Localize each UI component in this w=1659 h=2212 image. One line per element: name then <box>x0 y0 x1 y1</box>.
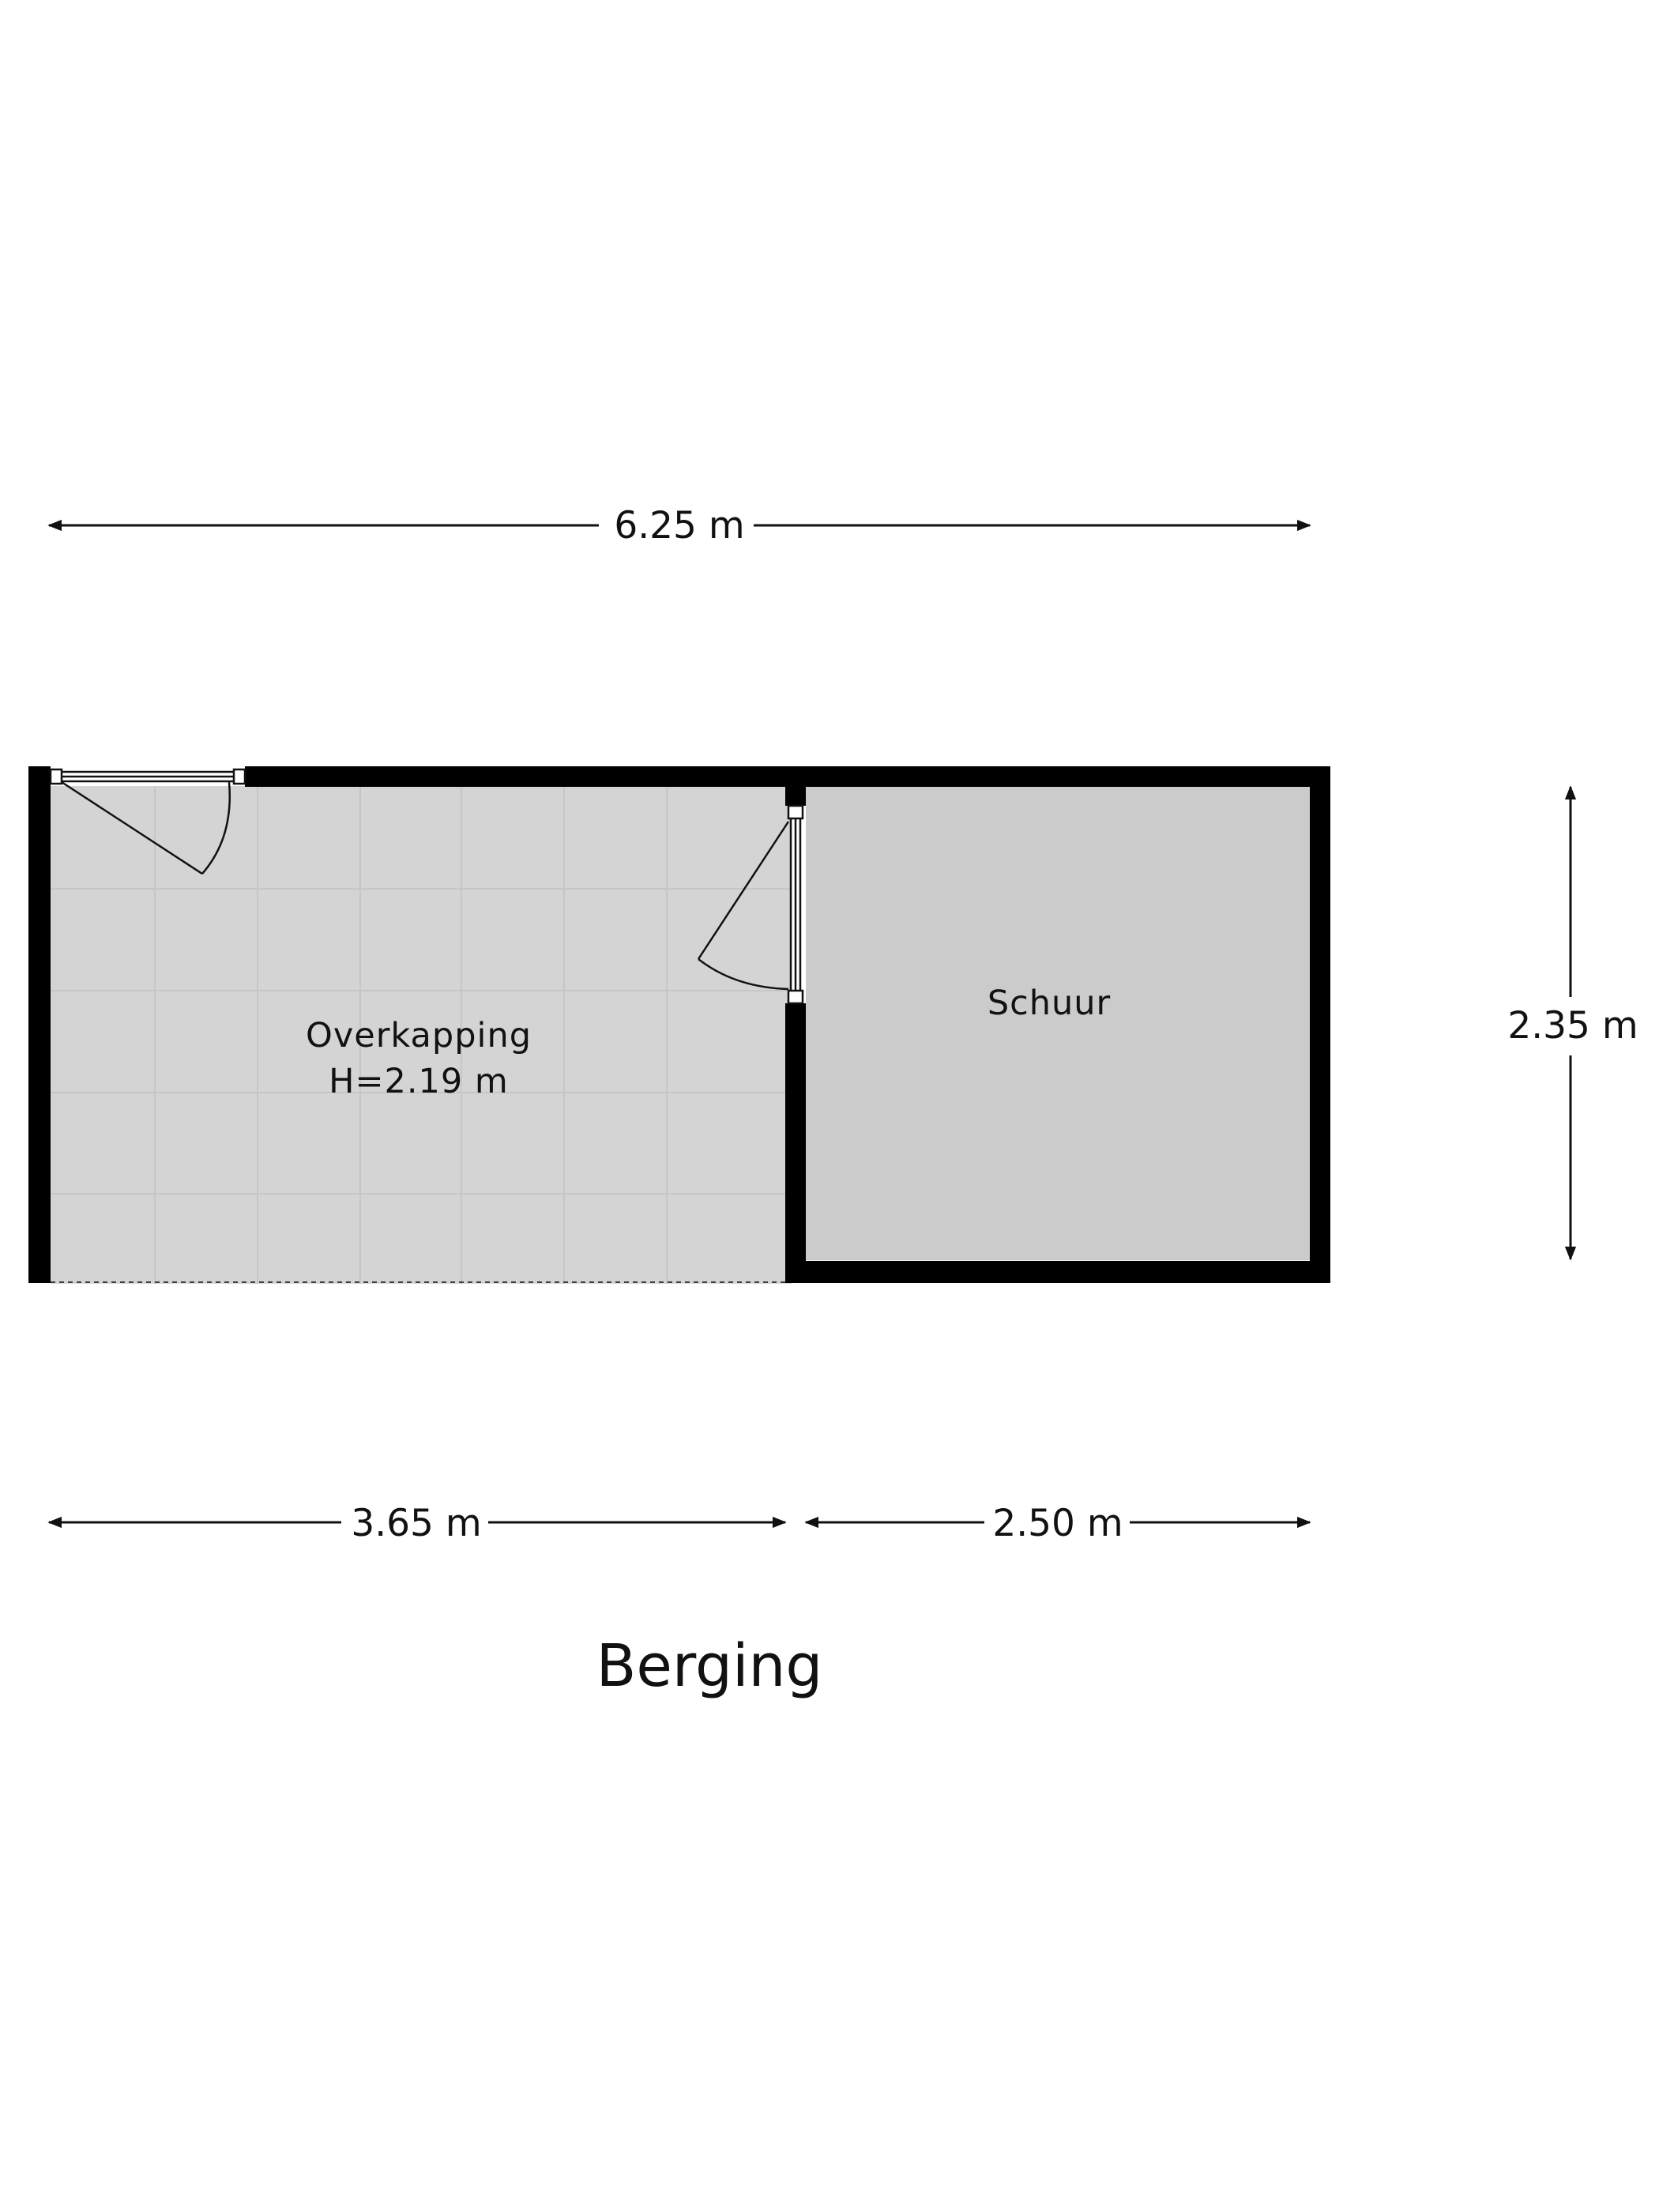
walls <box>28 766 1330 1283</box>
wall-divider-bottom <box>785 1003 806 1283</box>
overkapping-tile-grid <box>51 786 792 1284</box>
dimension-lines <box>47 519 1577 1529</box>
dim-depth-label: 2.35 m <box>1507 1004 1638 1048</box>
door-entrance <box>49 768 246 875</box>
overkapping-floor <box>51 786 792 1284</box>
room-height-overkapping: H=2.19 m <box>329 1062 509 1101</box>
wall-top-left-stub <box>28 766 51 787</box>
wall-left <box>28 766 51 1283</box>
door-schuur <box>697 804 804 1005</box>
room-label-overkapping: Overkapping <box>306 1016 532 1055</box>
dim-total-label: 6.25 m <box>614 504 744 547</box>
dim-left-label: 3.65 m <box>351 1502 481 1545</box>
schuur-floor <box>806 786 1311 1260</box>
plan-title: Berging <box>596 1632 823 1700</box>
wall-divider-top <box>785 766 806 806</box>
wall-bottom-schuur <box>785 1261 1330 1283</box>
wall-right <box>1310 766 1330 1283</box>
dim-right-label: 2.50 m <box>992 1502 1123 1545</box>
room-label-schuur: Schuur <box>988 984 1111 1023</box>
